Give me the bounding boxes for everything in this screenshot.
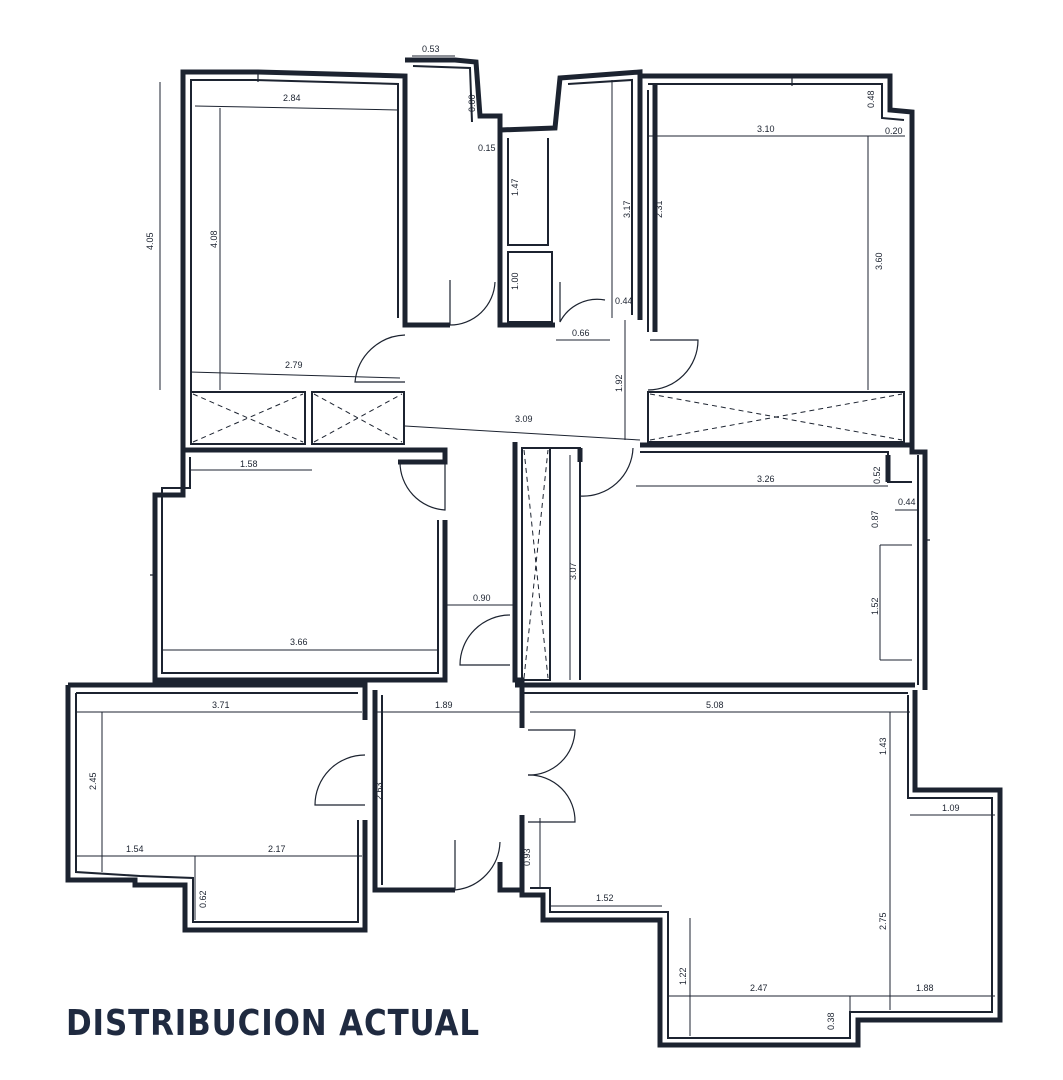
dim-label: 2.17 [268, 844, 286, 854]
dim-label: 3.17 [622, 200, 632, 218]
dim-label: 0.48 [866, 90, 876, 108]
dim-label: 3.26 [757, 474, 775, 484]
dim-label: 0.44 [615, 296, 633, 306]
dim-label: 3.71 [212, 700, 230, 710]
dim-label: 5.08 [706, 700, 724, 710]
plan-title: DISTRIBUCION ACTUAL [66, 1003, 481, 1044]
dim-label: 4.08 [209, 230, 219, 248]
dim-label: 2.45 [88, 772, 98, 790]
dim-label: 3.60 [874, 252, 884, 270]
dim-label: 1.89 [435, 700, 453, 710]
dim-label: 1.00 [510, 272, 520, 290]
dim-label: 1.43 [878, 737, 888, 755]
dim-label: 2.63 [374, 782, 384, 800]
dim-label: 0.15 [478, 143, 496, 153]
dim-label: 0.66 [572, 328, 590, 338]
dimension-labels: 0.53 2.84 0.00 0.15 1.47 3.17 0.48 3.10 … [88, 44, 960, 1030]
dim-label: 0.20 [885, 126, 903, 136]
dim-label: 3.10 [757, 124, 775, 134]
dim-label: 1.88 [916, 983, 934, 993]
dim-label: 2.79 [285, 360, 303, 370]
dim-label: 0.62 [198, 890, 208, 908]
dim-label: 0.87 [870, 510, 880, 528]
dim-label: 1.92 [614, 374, 624, 392]
dim-label: 1.22 [678, 967, 688, 985]
dim-label: 3.09 [515, 414, 533, 424]
dim-label: 1.58 [240, 459, 258, 469]
dim-label: 1.52 [596, 893, 614, 903]
dim-label: 0.00 [467, 94, 477, 112]
dim-label: 2.75 [878, 912, 888, 930]
dim-label: 1.52 [870, 597, 880, 615]
storage-crosses [192, 393, 903, 679]
dimension-lines [76, 55, 995, 1038]
dim-label: 2.31 [654, 200, 664, 218]
dim-label: 4.05 [145, 232, 155, 250]
dim-label: 2.47 [750, 983, 768, 993]
dim-label: 0.52 [872, 466, 882, 484]
dim-label: 0.90 [473, 593, 491, 603]
dim-label: 0.93 [522, 848, 532, 866]
dim-label: 0.53 [422, 44, 440, 54]
dim-label: 1.47 [510, 178, 520, 196]
dim-label: 2.84 [283, 93, 301, 103]
dim-label: 1.54 [126, 844, 144, 854]
dim-label: 3.66 [290, 637, 308, 647]
exterior-walls [65, 57, 1003, 1048]
door-swings [314, 280, 699, 891]
dim-label: 1.09 [942, 803, 960, 813]
dim-label: 0.44 [898, 497, 916, 507]
dim-label: 0.38 [826, 1012, 836, 1030]
dim-label: 3.07 [568, 562, 578, 580]
